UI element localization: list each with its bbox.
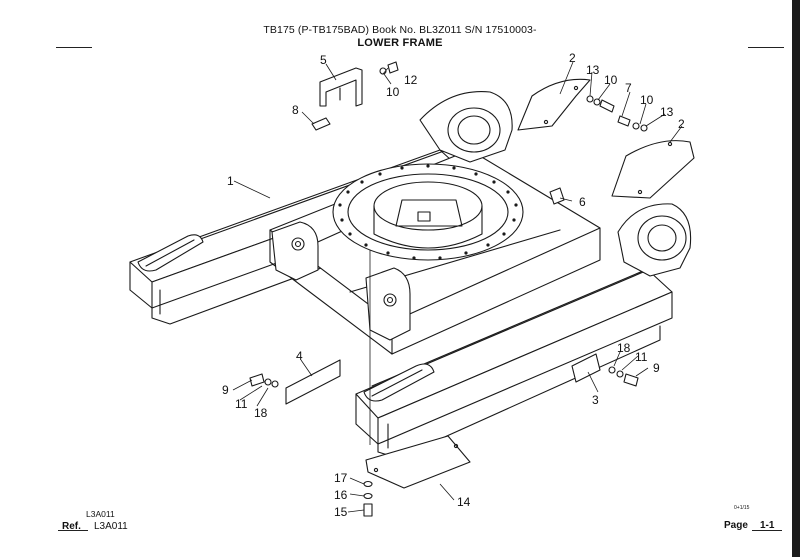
bolt-part-8 — [311, 117, 331, 131]
footer-ref-small: L3A011 — [86, 509, 115, 519]
callout-numbers: 1 2 2 3 4 5 6 7 8 9 9 10 10 10 11 11 12 … — [222, 51, 685, 519]
washers-13-10-right-upper — [586, 95, 615, 113]
page-title: LOWER FRAME — [357, 37, 443, 49]
footer-ref-label: Ref. — [62, 521, 81, 532]
bolt-stack-9-11-18-right — [608, 366, 639, 387]
footer-ref-rule — [58, 530, 88, 531]
right-track-frame — [355, 267, 673, 459]
callout-2-upper: 2 — [569, 51, 576, 65]
plug-part-6 — [549, 187, 565, 205]
bracket-part-5 — [319, 67, 363, 107]
callout-18-left: 18 — [254, 406, 268, 420]
footer-page-small: 0+1/15 — [734, 505, 750, 511]
callout-9-right: 9 — [653, 361, 660, 375]
callout-10-upper-left: 10 — [386, 85, 400, 99]
callout-2-lower: 2 — [678, 117, 685, 131]
callout-6: 6 — [579, 195, 586, 209]
ring-bolt-holes — [338, 164, 518, 260]
bolt-stack-15-16-17 — [363, 480, 373, 517]
header-model-line: TB175 (P-TB175BAD) Book No. BL3Z011 S/N … — [263, 24, 537, 36]
bolt-stack-9-11-18-left — [249, 373, 279, 388]
swing-bearing-ring — [332, 163, 524, 261]
footer-page-rule — [752, 530, 782, 531]
plate-part-3 — [571, 353, 601, 383]
callout-4: 4 — [296, 349, 303, 363]
callout-10-upper-right: 10 — [604, 73, 618, 87]
callout-3: 3 — [592, 393, 599, 407]
callout-13-upper: 13 — [586, 63, 600, 77]
leader-lines — [232, 61, 683, 513]
callout-16: 16 — [334, 488, 348, 502]
callout-10-right: 10 — [640, 93, 654, 107]
footer-ref-value: L3A011 — [94, 521, 128, 532]
callout-13-right: 13 — [660, 105, 674, 119]
callout-17: 17 — [334, 471, 348, 485]
callout-11-right: 11 — [635, 350, 648, 364]
footer-page-number: 1-1 — [760, 520, 775, 531]
header-rule-left — [56, 47, 92, 48]
washers-13-10-right-lower — [617, 115, 648, 132]
blade-brackets — [271, 221, 411, 341]
callout-18-right: 18 — [617, 341, 631, 355]
motor-cover-left — [517, 78, 591, 131]
callout-1: 1 — [227, 174, 234, 188]
callout-15: 15 — [334, 505, 348, 519]
callout-12: 12 — [404, 73, 418, 87]
callout-11-left: 11 — [235, 397, 248, 411]
under-cover-part-14 — [365, 435, 471, 489]
motor-cover-right — [611, 140, 695, 199]
callout-7: 7 — [625, 81, 632, 95]
callout-9-left: 9 — [222, 383, 229, 397]
header-rule-right — [748, 47, 784, 48]
washer-nut-10-12 — [379, 61, 399, 75]
window-edge — [792, 0, 800, 557]
drive-motor-mount-left — [419, 91, 513, 163]
callout-14: 14 — [457, 495, 471, 509]
drive-motor-mount-right — [617, 203, 692, 277]
plate-part-4 — [285, 359, 341, 405]
callout-5: 5 — [320, 53, 327, 67]
callout-8: 8 — [292, 103, 299, 117]
footer-page-label: Page — [724, 520, 748, 531]
